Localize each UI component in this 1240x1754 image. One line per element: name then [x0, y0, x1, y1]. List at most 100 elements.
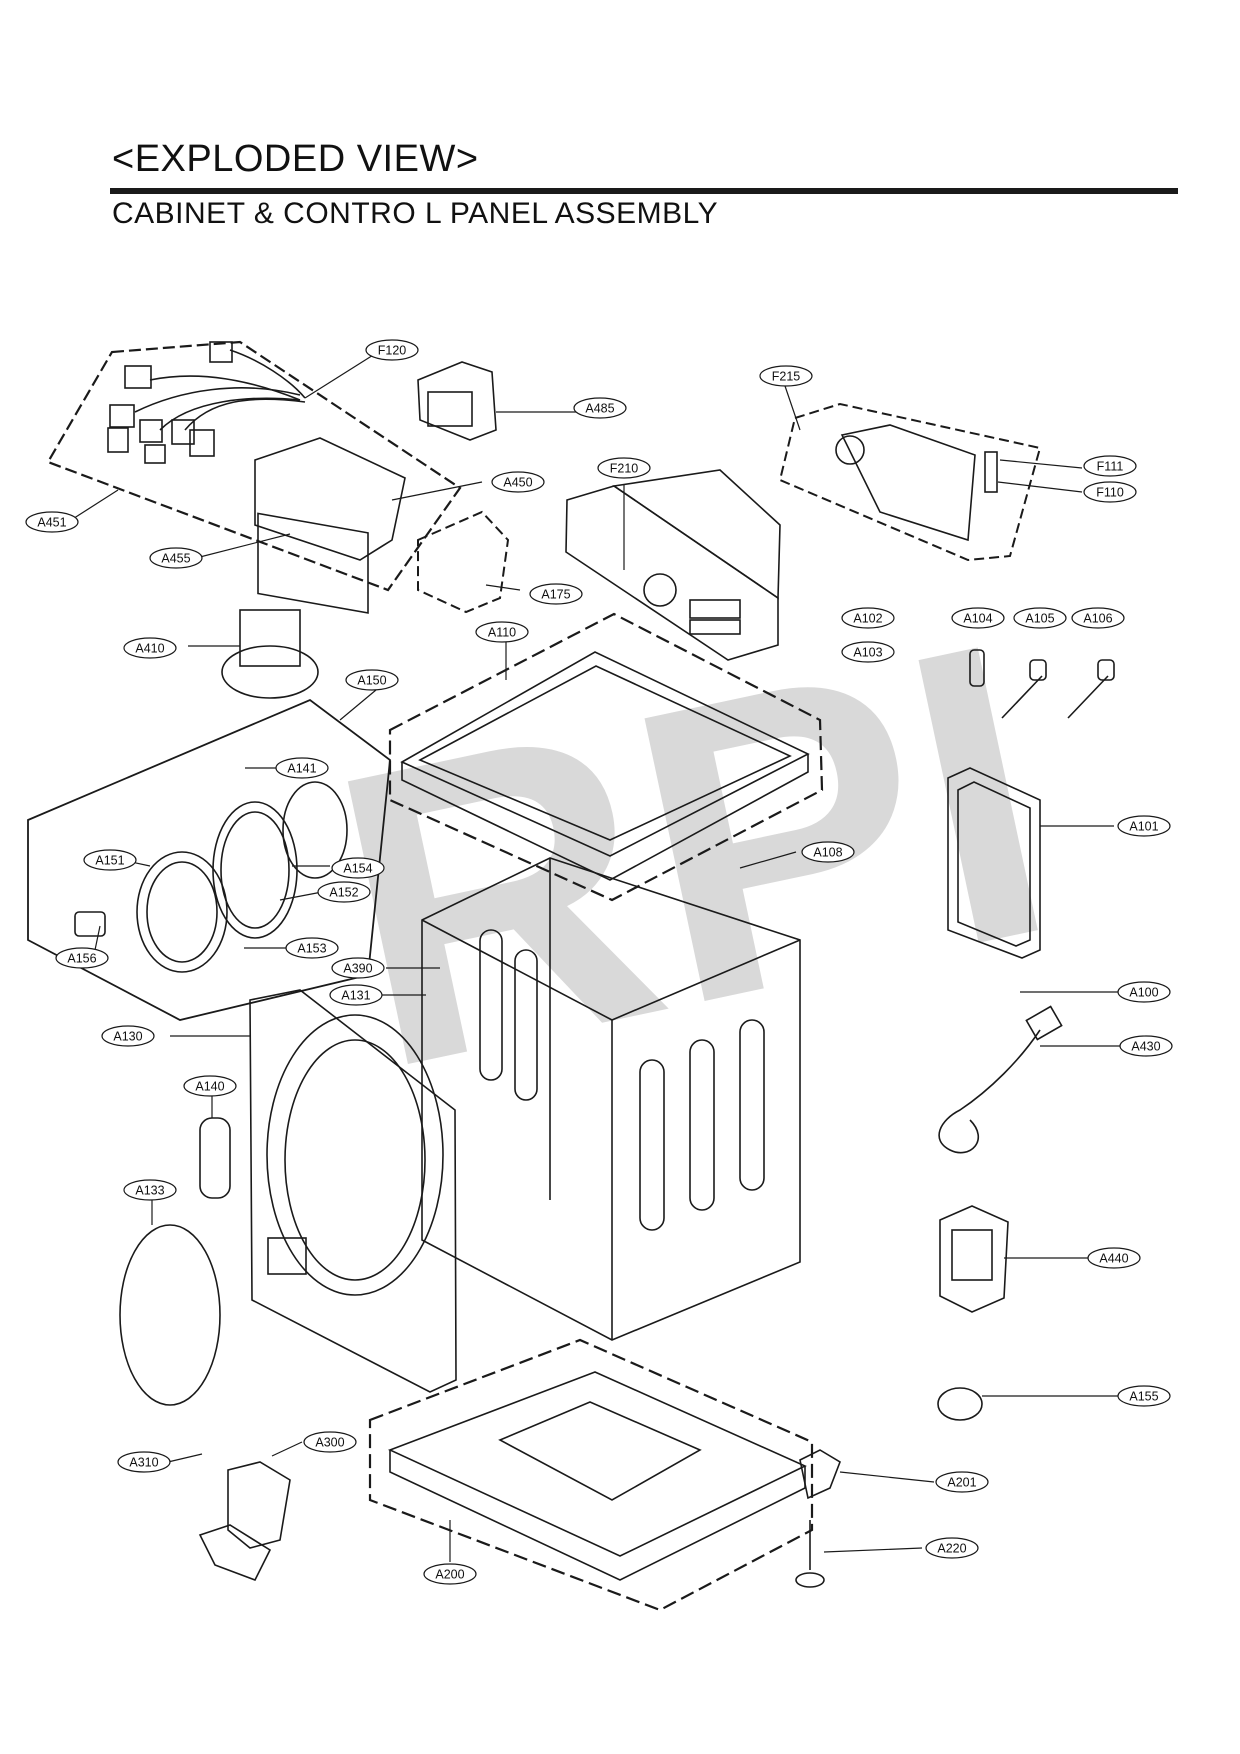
part-label-a455: A455	[149, 547, 203, 569]
cabinet	[421, 857, 801, 1341]
label-text: A200	[435, 1568, 464, 1582]
part-label-f110: F110	[1083, 481, 1137, 503]
part-label-a103: A103	[841, 641, 895, 663]
label-text: A485	[585, 402, 614, 416]
label-bubble	[841, 607, 895, 629]
label-bubble	[331, 957, 385, 979]
top-cover	[400, 651, 810, 881]
label-bubble	[123, 637, 177, 659]
part-labels: F120A485F215F111F110A451A450F210A455A175…	[25, 339, 1173, 1585]
label-bubble	[83, 849, 137, 871]
part-label-f210: F210	[597, 457, 651, 479]
label-text: F210	[610, 462, 639, 476]
part-label-a410: A410	[123, 637, 177, 659]
label-bubble	[925, 1537, 979, 1559]
power-plug	[1025, 1005, 1063, 1041]
leader-lines	[67, 351, 1122, 1562]
label-text: A451	[37, 516, 66, 530]
back-panel	[947, 767, 1041, 959]
door-parts	[74, 781, 348, 973]
label-bubble	[25, 511, 79, 533]
label-bubble	[1117, 1385, 1171, 1407]
drain-cover	[198, 1461, 291, 1582]
label-bubble	[801, 841, 855, 863]
part-label-a141: A141	[275, 757, 329, 779]
label-bubble	[573, 397, 627, 419]
label-text: A131	[341, 989, 370, 1003]
label-text: A130	[113, 1030, 142, 1044]
bracket-bolt	[795, 1449, 841, 1588]
control-panel	[565, 469, 781, 661]
clamp-ring	[119, 1224, 221, 1406]
part-label-a133: A133	[123, 1179, 177, 1201]
label-bubble	[329, 984, 383, 1006]
label-bubble	[1117, 981, 1171, 1003]
label-text: F110	[1096, 486, 1124, 500]
label-bubble	[303, 1431, 357, 1453]
display-board	[835, 424, 976, 542]
wire-harness	[107, 341, 306, 464]
label-text: A103	[853, 646, 882, 660]
foot-cap	[937, 1387, 983, 1421]
part-label-a140: A140	[183, 1075, 237, 1097]
label-text: A141	[287, 762, 316, 776]
front-panel	[249, 989, 457, 1393]
part-label-a131: A131	[329, 984, 383, 1006]
part-label-a130: A130	[101, 1025, 155, 1047]
part-label-a108: A108	[801, 841, 855, 863]
part-label-f111: F111	[1083, 455, 1137, 477]
part-label-a101: A101	[1117, 815, 1171, 837]
label-bubble	[423, 1563, 477, 1585]
label-text: F120	[378, 344, 407, 358]
harness-group-outline	[46, 340, 462, 592]
label-bubble	[759, 365, 813, 387]
label-bubble	[475, 621, 529, 643]
pressure-switch	[221, 609, 319, 699]
part-label-a201: A201	[935, 1471, 989, 1493]
part-label-a106: A106	[1071, 607, 1125, 629]
dampers	[969, 649, 1115, 719]
part-label-a153: A153	[285, 937, 339, 959]
label-text: A101	[1129, 820, 1158, 834]
label-text: A102	[853, 612, 882, 626]
label-bubble	[365, 339, 419, 361]
part-label-a151: A151	[83, 849, 137, 871]
label-text: A201	[947, 1476, 976, 1490]
label-bubble	[951, 607, 1005, 629]
part-label-a390: A390	[331, 957, 385, 979]
label-text: A155	[1129, 1390, 1158, 1404]
label-text: A440	[1099, 1252, 1128, 1266]
part-label-a156: A156	[55, 947, 109, 969]
spring-part	[984, 451, 998, 493]
page-subtitle: CABINET & CONTRO L PANEL ASSEMBLY	[112, 197, 719, 230]
label-bubble	[123, 1179, 177, 1201]
label-text: A450	[503, 476, 532, 490]
label-text: A390	[343, 962, 372, 976]
label-text: A133	[135, 1184, 164, 1198]
label-bubble	[345, 669, 399, 691]
label-bubble	[317, 881, 371, 903]
label-text: A108	[813, 846, 842, 860]
door-handle	[199, 1117, 231, 1199]
label-text: A140	[195, 1080, 224, 1094]
part-label-a155: A155	[1117, 1385, 1171, 1407]
label-bubble	[841, 641, 895, 663]
part-label-a485: A485	[573, 397, 627, 419]
label-text: A104	[963, 612, 992, 626]
label-text: A154	[343, 862, 372, 876]
label-text: A300	[315, 1436, 344, 1450]
label-bubble	[1013, 607, 1067, 629]
label-text: A410	[135, 642, 164, 656]
label-text: A152	[329, 886, 358, 900]
label-text: A153	[297, 942, 326, 956]
part-label-a310: A310	[117, 1451, 171, 1473]
label-text: A310	[129, 1456, 158, 1470]
part-label-a200: A200	[423, 1563, 477, 1585]
part-label-f120: F120	[365, 339, 419, 361]
label-text: A430	[1131, 1040, 1160, 1054]
part-label-a150: A150	[345, 669, 399, 691]
power-cord	[938, 1029, 1041, 1154]
label-bubble	[1083, 481, 1137, 503]
label-bubble	[529, 583, 583, 605]
